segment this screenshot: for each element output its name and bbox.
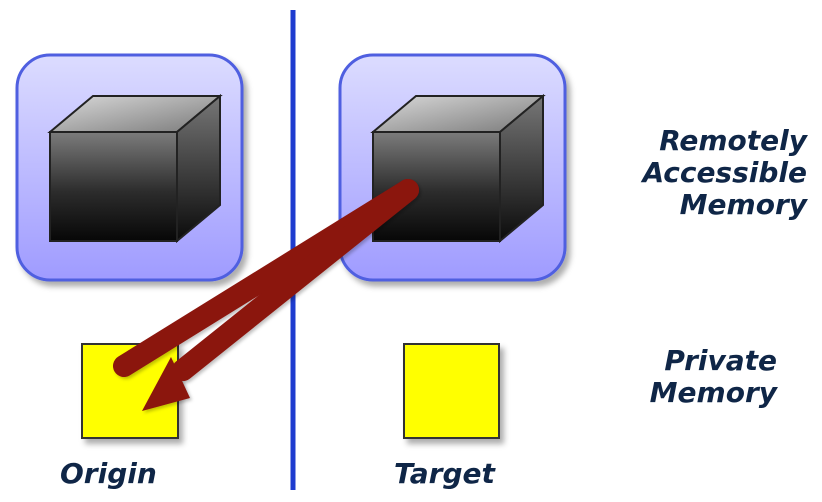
remote-access-arrow-icon (113, 179, 419, 411)
target-label: Target (394, 457, 495, 490)
remote-memory-label-line: Memory (679, 188, 807, 222)
origin-label: Origin (60, 457, 157, 490)
remote-memory-label-line: Accessible (642, 156, 807, 190)
target-private-memory-box (403, 343, 500, 439)
remote-memory-label-line: Remotely (659, 124, 807, 157)
private-memory-label-line: Private (664, 344, 777, 377)
origin-memory-cube-icon (47, 93, 223, 244)
private-memory-label-line: Memory (649, 376, 777, 410)
private-memory-label: Private Memory (649, 344, 777, 410)
remote-memory-label: Remotely Accessible Memory (642, 124, 807, 222)
target-memory-cube-icon (370, 93, 546, 244)
origin-remote-memory-panel (15, 53, 244, 282)
target-remote-memory-panel (338, 53, 567, 282)
